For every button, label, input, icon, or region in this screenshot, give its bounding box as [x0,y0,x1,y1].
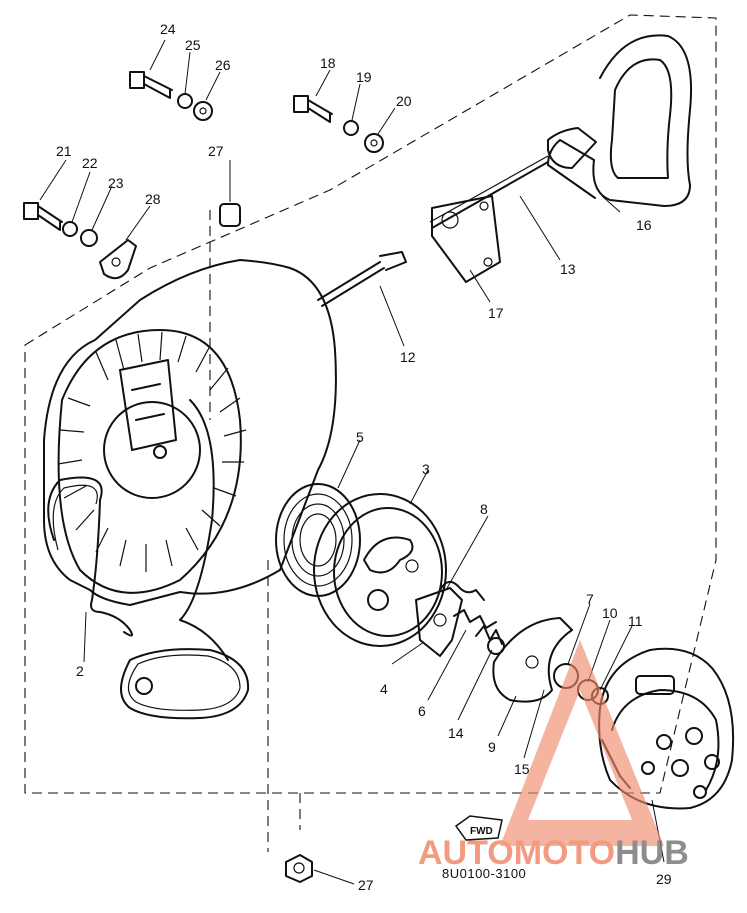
rope-pulley-3 [313,493,447,647]
drive-pawl-4 [415,587,463,657]
fan-housing [43,259,337,606]
recoil-spring-5 [275,483,361,597]
housing-bracket [119,359,177,451]
label-21: 21 [56,143,72,159]
label-24: 24 [160,21,176,37]
starter-rope-13 [431,161,549,229]
starter-cup-29 [598,647,735,810]
handle-grip [547,127,597,169]
label-2: 2 [76,663,84,679]
label-27-bottom: 27 [358,877,374,893]
label-18: 18 [320,55,336,71]
label-25: 25 [185,37,201,53]
label-17: 17 [488,305,504,321]
washer-22 [62,221,78,237]
pawl-spring-6 [453,609,497,629]
washer-25 [177,93,193,109]
label-20: 20 [396,93,412,109]
label-13: 13 [560,261,576,277]
label-26: 26 [215,57,231,73]
washer-23 [80,229,98,247]
bolt-24 [129,71,173,99]
spacer-27-top [219,203,241,227]
fan-fins [57,331,247,572]
label-6: 6 [418,703,426,719]
label-9: 9 [488,739,496,755]
label-3: 3 [422,461,430,477]
label-4: 4 [380,681,388,697]
rope-guide-17 [431,195,501,283]
label-22: 22 [82,155,98,171]
watermark-logo: AUTOMOTOHUB [418,640,689,872]
label-7: 7 [586,591,594,607]
label-11: 11 [628,613,643,629]
bracket-28 [99,239,137,280]
svg-text:AUTOMOTOHUB: AUTOMOTOHUB [418,834,689,872]
starter-handle-16 [547,34,693,207]
watermark-part-auto: AUTO [418,834,514,872]
label-14: 14 [448,725,464,741]
label-16: 16 [636,217,652,233]
label-12: 12 [400,349,416,365]
label-8: 8 [480,501,488,517]
label-10: 10 [602,605,618,621]
watermark-part-moto: MOTO [514,834,615,872]
pawl-spring-8 [439,580,485,601]
watermark-part-hub: HUB [615,834,689,872]
nut-27-bottom [285,854,313,883]
fwd-tag: FWD [470,826,493,837]
diagram-code: 8U0100-3100 [442,866,526,881]
label-15: 15 [514,761,530,777]
washer-26 [193,101,213,121]
fwd-arrow-icon: FWD [454,815,503,841]
friction-plate-9 [492,617,573,703]
label-28: 28 [145,191,161,207]
label-23: 23 [108,175,124,191]
washer-19 [343,120,359,136]
label-19: 19 [356,69,372,85]
starter-shaft-12 [317,251,407,307]
label-29: 29 [656,871,672,887]
bolt-18 [293,95,333,123]
label-5: 5 [356,429,364,445]
gasket [47,476,133,637]
wire-ring [120,648,250,720]
leader-lines [39,39,665,885]
bolt-21 [23,202,63,231]
washer-20 [364,133,384,153]
label-27-top: 27 [208,143,224,159]
wire-harness [179,399,229,661]
watermark-triangle-icon [500,640,664,846]
